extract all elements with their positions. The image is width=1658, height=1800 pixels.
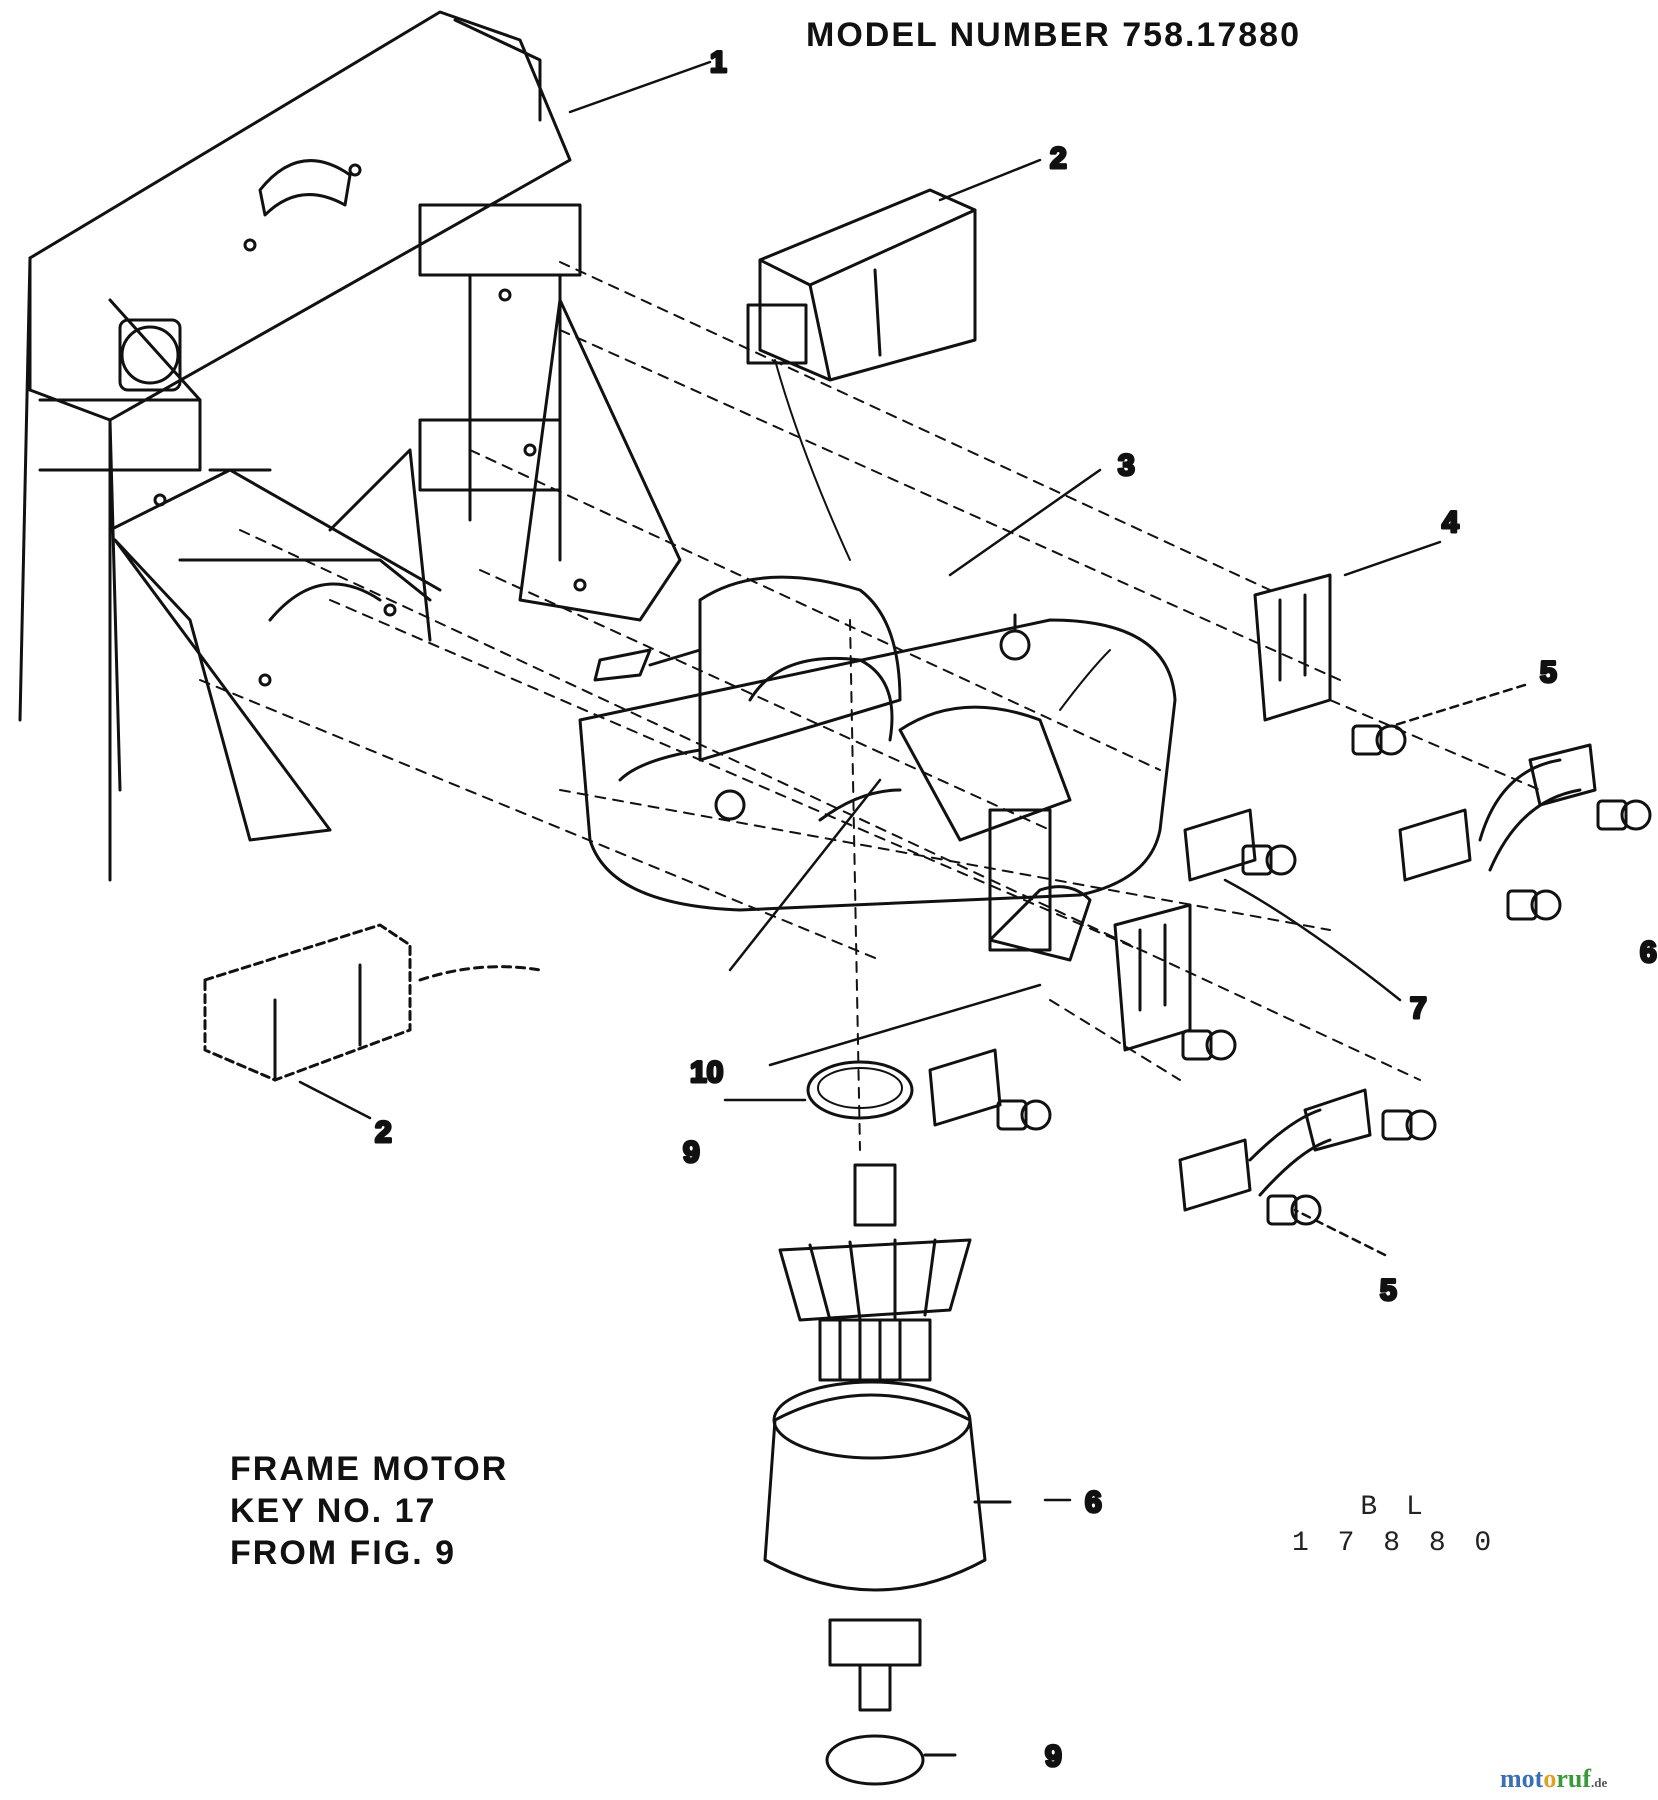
brush-holder-top: [746, 188, 977, 382]
callout-7: 7: [1410, 992, 1427, 1025]
callout-9-upper: 9: [683, 1136, 700, 1169]
callout-5-lower: 5: [1380, 1274, 1397, 1307]
callout-9-lower: 9: [1045, 1740, 1062, 1773]
drawing-code-line-1: B L: [1360, 1492, 1429, 1523]
watermark-part-c: ruf: [1556, 1764, 1591, 1793]
armature: [763, 1163, 1012, 1712]
field-assembly: [578, 575, 1177, 962]
leader-lines: [298, 60, 1527, 1502]
screws: [996, 724, 1652, 1226]
clamp-lower: [1178, 1088, 1372, 1212]
drawing-code-line-2: 1 7 8 8 0: [1292, 1528, 1498, 1559]
callout-10: 10: [690, 1056, 723, 1089]
motor-frame: [18, 10, 682, 882]
caption-line-2: KEY NO. 17: [230, 1492, 437, 1530]
watermark-part-d: .de: [1591, 1775, 1608, 1790]
callout-2-left: 2: [375, 1116, 392, 1149]
caption-line-3: FROM FIG. 9: [230, 1534, 456, 1572]
plate-part-7: [1183, 808, 1257, 882]
drawing-code: B L 1 7 8 8 0: [1292, 1490, 1497, 1562]
model-number-title: MODEL NUMBER 758.17880: [806, 16, 1301, 54]
callout-6-armature: 6: [1085, 1486, 1102, 1519]
caption-line-1: FRAME MOTOR: [230, 1450, 509, 1488]
figure-caption: FRAME MOTOR KEY NO. 17 FROM FIG. 9: [230, 1448, 508, 1574]
callout-1: 1: [710, 46, 727, 79]
watermark-part-b: o: [1543, 1764, 1557, 1793]
callout-3: 3: [1118, 449, 1135, 482]
assembly-lines: [199, 261, 1541, 1151]
callout-5-upper: 5: [1540, 656, 1557, 689]
plate-lower: [928, 1048, 1002, 1127]
clamp-upper: [1398, 743, 1597, 882]
brush-holder-left: [203, 923, 542, 1082]
watermark-logo: motoruf.de: [1500, 1764, 1607, 1794]
spacer-ring-inner: [817, 1067, 903, 1109]
washer-bottom: [825, 1734, 925, 1786]
watermark-part-a: mot: [1500, 1764, 1544, 1793]
spacer-ring: [806, 1060, 914, 1120]
callout-4: 4: [1442, 506, 1459, 539]
callout-6-clamp: 6: [1640, 936, 1657, 969]
callout-2-top: 2: [1050, 142, 1067, 175]
brush-wire: [774, 359, 851, 561]
terminal-lower: [1113, 903, 1192, 1052]
